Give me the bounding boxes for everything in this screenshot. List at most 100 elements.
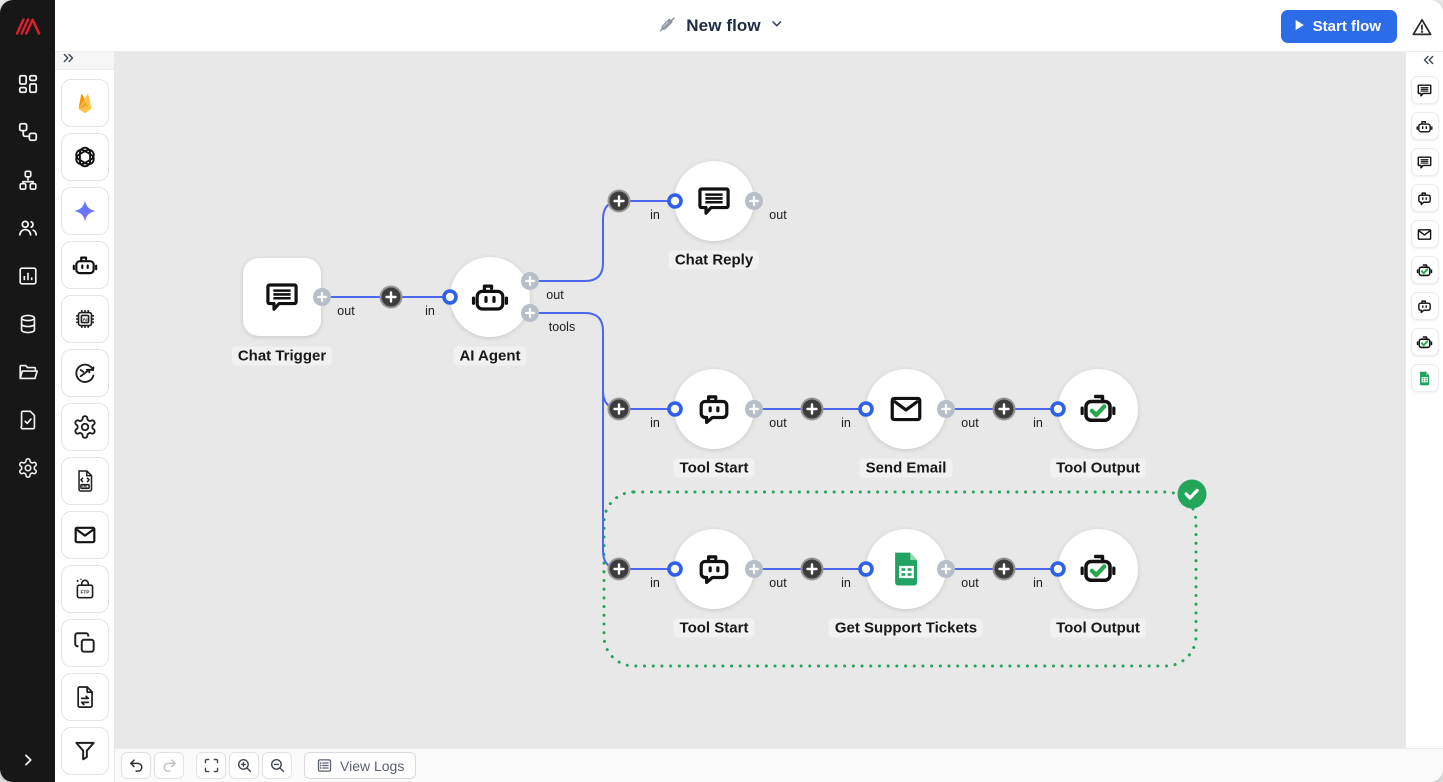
zoom-out-button[interactable] [262, 752, 292, 779]
warning-triangle-icon[interactable] [1409, 14, 1435, 40]
palette-collapse-button[interactable] [55, 52, 114, 70]
port-in[interactable] [442, 289, 458, 305]
add-step-button[interactable] [992, 397, 1016, 421]
firebase-palette-button[interactable] [60, 79, 109, 127]
add-step-button[interactable] [992, 557, 1016, 581]
workflow-nav-button[interactable] [16, 120, 40, 144]
port-out-plus[interactable] [937, 400, 955, 418]
node-palette: AI XML FTP [55, 52, 115, 782]
port-in[interactable] [1050, 401, 1066, 417]
fit-view-button[interactable] [196, 752, 226, 779]
bot-chat-mini-button[interactable] [1410, 184, 1439, 212]
port-out-plus[interactable] [937, 560, 955, 578]
chevrons-right-icon [62, 51, 76, 70]
port-in[interactable] [667, 193, 683, 209]
undo-button[interactable] [121, 752, 151, 779]
pipeline-icon [17, 169, 39, 191]
document-check-icon [17, 409, 39, 431]
filter-icon [72, 738, 98, 764]
port-in[interactable] [858, 401, 874, 417]
add-step-button[interactable] [607, 557, 631, 581]
robot-check-icon [1416, 262, 1433, 279]
robot-palette-button[interactable] [60, 241, 109, 289]
file-transfer-palette-button[interactable] [60, 673, 109, 721]
sheets-icon [1416, 370, 1433, 387]
redo-button[interactable] [154, 752, 184, 779]
node-chat-reply[interactable] [674, 161, 754, 241]
chat-bubble-mini-button[interactable] [1410, 148, 1439, 176]
folder-nav-button[interactable] [16, 360, 40, 384]
port-in[interactable] [1050, 561, 1066, 577]
port-out-plus[interactable] [521, 272, 539, 290]
red-slashes-logo[interactable] [0, 0, 55, 52]
node-label: Send Email [859, 458, 953, 478]
in-ports [442, 193, 1066, 577]
port-in[interactable] [667, 401, 683, 417]
node-ai-agent[interactable] [450, 257, 530, 337]
mail-icon [1416, 226, 1433, 243]
chevron-down-icon[interactable] [770, 16, 785, 36]
xml-file-palette-button[interactable]: XML [60, 457, 109, 505]
bot-chat-mini-button[interactable] [1410, 292, 1439, 320]
add-step-button[interactable] [379, 285, 403, 309]
gear-palette-button[interactable] [60, 403, 109, 451]
zoom-in-button[interactable] [229, 752, 259, 779]
database-icon [17, 313, 39, 335]
gemini-sparkle-palette-button[interactable] [60, 187, 109, 235]
port-out-plus[interactable] [313, 288, 331, 306]
pipeline-nav-button[interactable] [16, 168, 40, 192]
chat-bubble-mini-button[interactable] [1410, 76, 1439, 104]
robot-mini-button[interactable] [1410, 112, 1439, 140]
robot-check-mini-button[interactable] [1410, 328, 1439, 356]
filter-palette-button[interactable] [60, 727, 109, 775]
ftp-icon: FTP [72, 576, 98, 602]
port-label: in [425, 304, 435, 318]
firebase-icon [72, 90, 98, 116]
port-in[interactable] [858, 561, 874, 577]
view-logs-button[interactable]: View Logs [304, 752, 417, 779]
port-out-plus[interactable] [745, 400, 763, 418]
node-tool-start-2[interactable] [674, 529, 754, 609]
robot-check-mini-button[interactable] [1410, 256, 1439, 284]
add-step-button[interactable] [800, 557, 824, 581]
shuffle-loop-palette-button[interactable] [60, 349, 109, 397]
node-tool-output-2[interactable] [1058, 529, 1138, 609]
bar-chart-icon [17, 265, 39, 287]
bar-chart-nav-button[interactable] [16, 264, 40, 288]
sheets-mini-button[interactable] [1410, 364, 1439, 392]
ai-chip-palette-button[interactable]: AI [60, 295, 109, 343]
mail-palette-button[interactable] [60, 511, 109, 559]
openai-palette-button[interactable] [60, 133, 109, 181]
add-step-button[interactable] [800, 397, 824, 421]
flow-title-group[interactable]: New flow [657, 0, 784, 52]
bot-chat-icon [1416, 190, 1433, 207]
node-tool-output-1[interactable] [1058, 369, 1138, 449]
workflow-icon [17, 121, 39, 143]
start-flow-button[interactable]: Start flow [1280, 10, 1397, 43]
document-check-nav-button[interactable] [16, 408, 40, 432]
file-transfer-icon [72, 684, 98, 710]
minimap-collapse-button[interactable] [1406, 52, 1443, 72]
ftp-palette-button[interactable]: FTP [60, 565, 109, 613]
database-nav-button[interactable] [16, 312, 40, 336]
copy-palette-button[interactable] [60, 619, 109, 667]
settings-gear-nav-button[interactable] [16, 456, 40, 480]
users-nav-button[interactable] [16, 216, 40, 240]
node-tool-start-1[interactable] [674, 369, 754, 449]
sidebar-expand-button[interactable] [0, 752, 55, 768]
port-out-plus[interactable] [745, 560, 763, 578]
port-tools-plus[interactable] [521, 304, 539, 322]
logs-list-icon [317, 759, 332, 772]
port-out-plus[interactable] [745, 192, 763, 210]
port-in[interactable] [667, 561, 683, 577]
flow-canvas[interactable]: Chat Trigger AI Agent Chat Reply Tool St… [115, 52, 1405, 748]
out-ports [313, 192, 955, 578]
gear-icon [72, 414, 98, 440]
add-step-button[interactable] [607, 189, 631, 213]
node-chat-trigger[interactable] [243, 258, 321, 336]
mail-mini-button[interactable] [1410, 220, 1439, 248]
add-step-button[interactable] [607, 397, 631, 421]
port-label: in [1033, 576, 1043, 590]
folder-icon [17, 361, 39, 383]
dashboard-nav-button[interactable] [16, 72, 40, 96]
